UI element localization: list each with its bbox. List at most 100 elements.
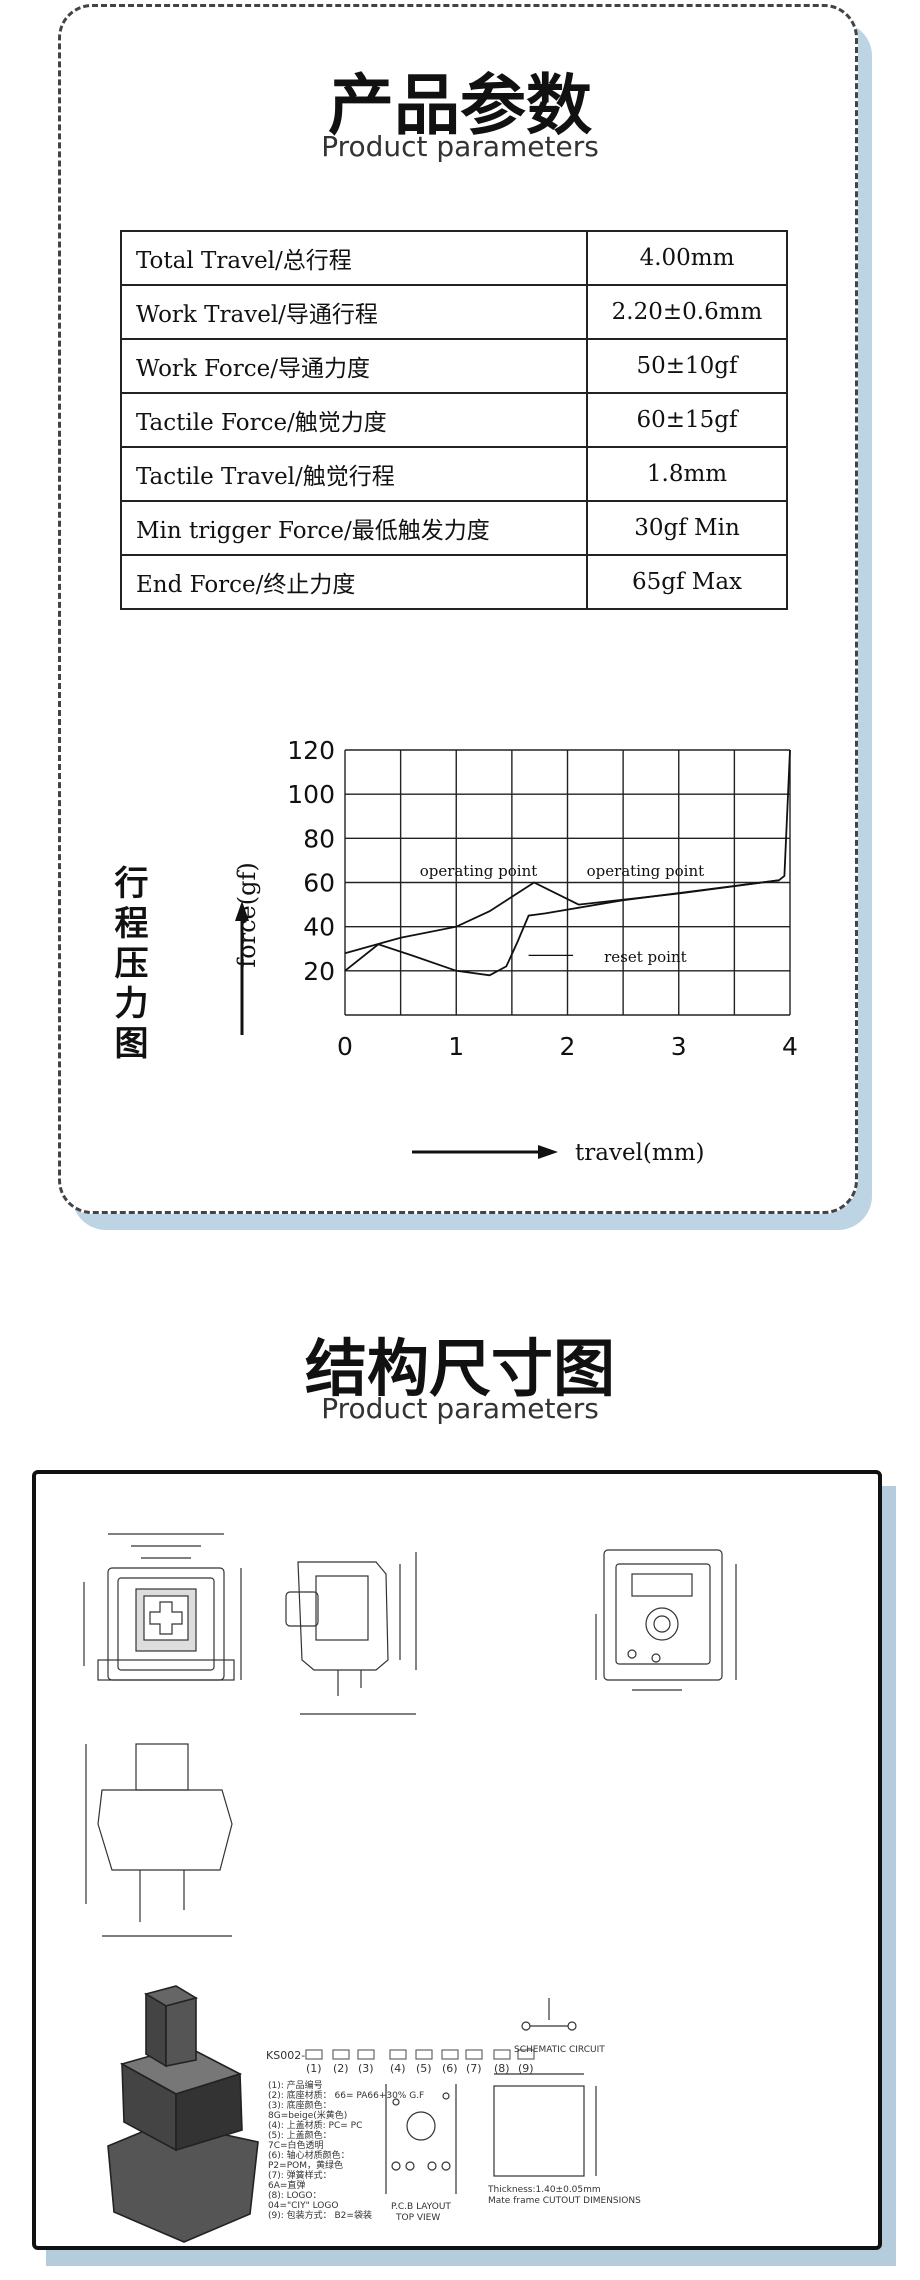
x-axis-arrowhead (538, 1145, 558, 1159)
bottom-view (595, 1549, 737, 1691)
section-subtitle: Product parameters (321, 130, 599, 163)
y-axis-arrowhead (235, 901, 249, 921)
param-label: Work Force/导通力度 (120, 338, 588, 394)
switch-render-image (107, 1985, 259, 2243)
spec-note: (5): 上盖颜色： (268, 2129, 332, 2141)
code-field-index: (6) (442, 2062, 458, 2075)
param-label: Work Travel/导通行程 (120, 284, 588, 340)
param-label: Tactile Travel/触觉行程 (120, 446, 588, 502)
section-title: 产品参数 (328, 67, 592, 144)
y-tick-label: 40 (303, 913, 335, 942)
x-tick-label: 2 (560, 1032, 576, 1061)
code-field-box (332, 2049, 350, 2060)
y-tick-label: 20 (303, 957, 335, 986)
code-field-box (465, 2049, 483, 2060)
chart-grid (344, 749, 791, 1016)
spec-note: 8G=beige(米黄色) (268, 2109, 347, 2121)
chart-title: 行程压力图 (108, 865, 148, 1065)
param-value: 1.8mm (586, 446, 788, 502)
param-label: Min trigger Force/最低触发力度 (120, 500, 588, 556)
spec-note: 6A=直弹 (268, 2179, 305, 2191)
code-field-index: (3) (358, 2062, 374, 2075)
spec-note: (7): 弹簧样式： (268, 2169, 332, 2181)
pcb-layout: P.C.B LAYOUT TOP VIEW (385, 2084, 457, 2223)
spec-note: (9): 包装方式： B2=袋装 (268, 2209, 372, 2221)
code-field-index: (5) (416, 2062, 432, 2075)
code-field-box (493, 2049, 511, 2060)
x-tick-label: 1 (448, 1032, 464, 1061)
param-label: Tactile Force/触觉力度 (120, 392, 588, 448)
code-field-box (415, 2049, 433, 2060)
dimension-drawing: KS002- (1) (2) (3) (4) (5) (6) (7) (8) (9) (1): … (83, 1533, 737, 2243)
chart-annotations: operating point operating point reset poin… (420, 862, 704, 966)
code-field-index: (1) (306, 2062, 322, 2075)
code-field-index: (9) (518, 2062, 534, 2075)
param-value: 4.00mm (586, 230, 788, 286)
param-value: 50±10gf (586, 338, 788, 394)
schematic-label: SCHEMATIC CIRCUIT (514, 2045, 605, 2055)
parameters-card (58, 4, 858, 1214)
frame-note-thickness: Thickness:1.40±0.05mm (487, 2185, 601, 2195)
series-line-press (344, 749, 791, 955)
spec-note: (4): 上盖材质: PC= PC (268, 2119, 362, 2131)
param-label: Total Travel/总行程 (120, 230, 588, 286)
code-field-box (305, 2049, 323, 2060)
x-tick-label: 4 (782, 1032, 798, 1061)
chart-annotation: operating point (420, 862, 538, 880)
spec-note: (3): 底座颜色： (268, 2099, 332, 2111)
spec-note: (6): 轴心材质颜色： (268, 2149, 350, 2161)
chart-series (344, 749, 791, 977)
part-code-prefix: KS002- (266, 2049, 305, 2062)
section-subtitle: Product parameters (321, 1392, 599, 1425)
y-tick-label: 60 (303, 869, 335, 898)
spec-note: (8): LOGO： (268, 2191, 321, 2201)
x-tick-label: 0 (337, 1032, 353, 1061)
spec-note: 7C=白色透明 (268, 2139, 324, 2151)
series-line-release (344, 879, 780, 977)
code-field-index: (8) (494, 2062, 510, 2075)
pcb-layout-sub: TOP VIEW (395, 2213, 440, 2223)
part-code: KS002- (1) (2) (3) (4) (5) (6) (7) (8) (9) (266, 2049, 535, 2075)
chart-annotation: operating point (587, 862, 705, 880)
y-tick-label: 80 (303, 824, 335, 853)
param-value: 2.20±0.6mm (586, 284, 788, 340)
top-view (83, 1533, 242, 1681)
side-view (285, 1552, 417, 1715)
mate-frame: Thickness:1.40±0.05mm Mate frame CUTOUT … (487, 2073, 641, 2206)
param-value: 30gf Min (586, 500, 788, 556)
code-field-box (389, 2049, 407, 2060)
chart-annotation: reset point (604, 948, 687, 966)
code-field-index: (2) (333, 2062, 349, 2075)
code-field-index: (4) (390, 2062, 406, 2075)
spec-notes: (1): 产品编号(2): 底座材质： 66= PA66+30% G.F(3):… (268, 2079, 424, 2221)
code-field-index: (7) (466, 2062, 482, 2075)
code-field-box (441, 2049, 459, 2060)
spec-note: P2=POM，黄绿色 (268, 2159, 343, 2171)
spec-note: (1): 产品编号 (268, 2079, 323, 2091)
param-value: 65gf Max (586, 554, 788, 610)
pcb-layout-label: P.C.B LAYOUT (391, 2202, 451, 2212)
schematic-circuit: SCHEMATIC CIRCUIT (514, 1998, 605, 2055)
spec-note: (2): 底座材质： 66= PA66+30% G.F (268, 2089, 424, 2101)
code-field-box (357, 2049, 375, 2060)
section-title: 结构尺寸图 (304, 1332, 615, 1405)
spec-note: 04="CIY" LOGO (268, 2201, 338, 2211)
code-field-box (517, 2049, 535, 2060)
y-tick-label: 100 (287, 780, 335, 809)
param-value: 60±15gf (586, 392, 788, 448)
param-label: End Force/终止力度 (120, 554, 588, 610)
front-view (85, 1743, 233, 1937)
x-tick-label: 3 (671, 1032, 687, 1061)
frame-note-cutout: Mate frame CUTOUT DIMENSIONS (488, 2196, 641, 2206)
chart-xlabel: travel(mm) (575, 1140, 704, 1166)
